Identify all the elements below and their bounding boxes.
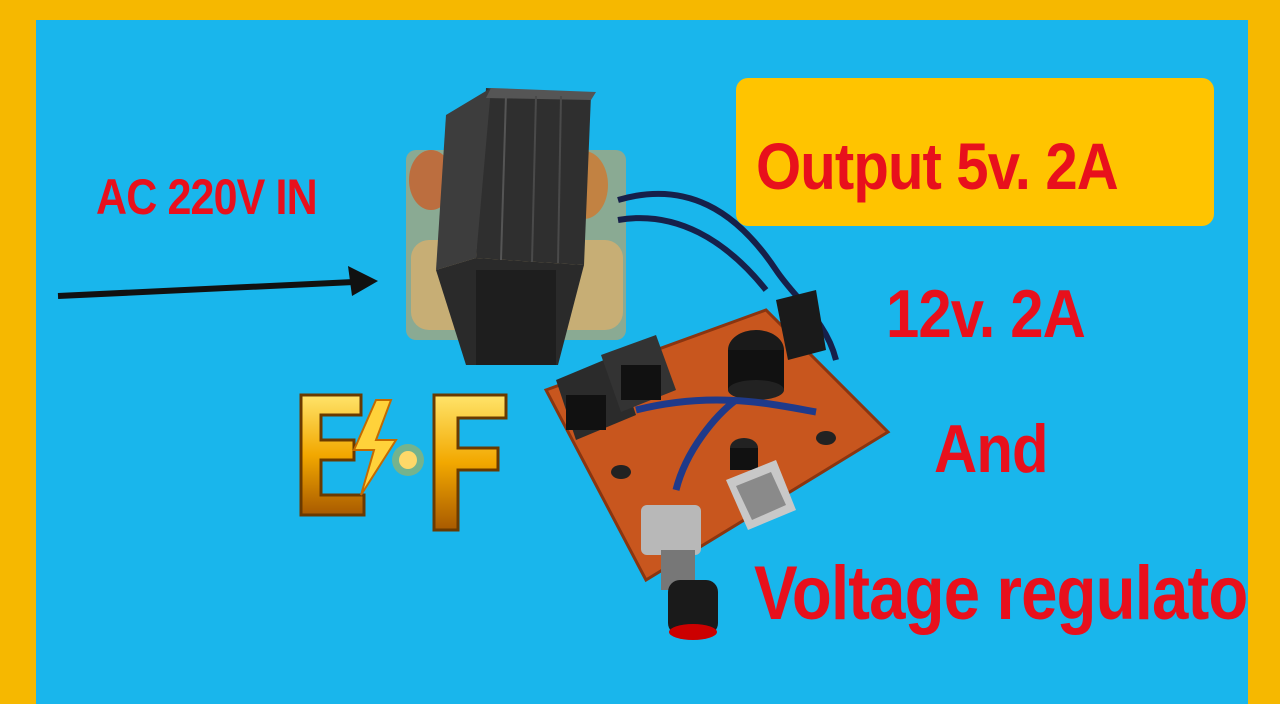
product-photo	[57, 88, 891, 640]
output-highlight-box	[736, 78, 1214, 226]
connector-clip	[776, 290, 826, 360]
ac-input-label: AC 220V IN	[96, 169, 318, 225]
bottom-strip	[0, 704, 1280, 720]
capacitors	[611, 330, 836, 479]
output-12v-label: 12v. 2A	[886, 276, 1086, 352]
usb-port	[726, 460, 796, 530]
output-5v-label: Output 5v. 2A	[756, 129, 1119, 203]
jumper-wire	[635, 396, 817, 416]
transformer	[406, 88, 626, 365]
potentiometer	[641, 505, 718, 640]
ef-logo	[299, 393, 508, 532]
input-arrow-icon	[57, 266, 378, 299]
pcb-board	[543, 308, 891, 583]
and-label: And	[934, 411, 1049, 487]
regulator-heatsinks	[556, 335, 676, 440]
thumbnail-panel: AC 220V IN Output 5v. 2A 12v. 2A And Vol…	[36, 20, 1248, 704]
voltage-regulator-label: Voltage regulator	[754, 551, 1248, 636]
